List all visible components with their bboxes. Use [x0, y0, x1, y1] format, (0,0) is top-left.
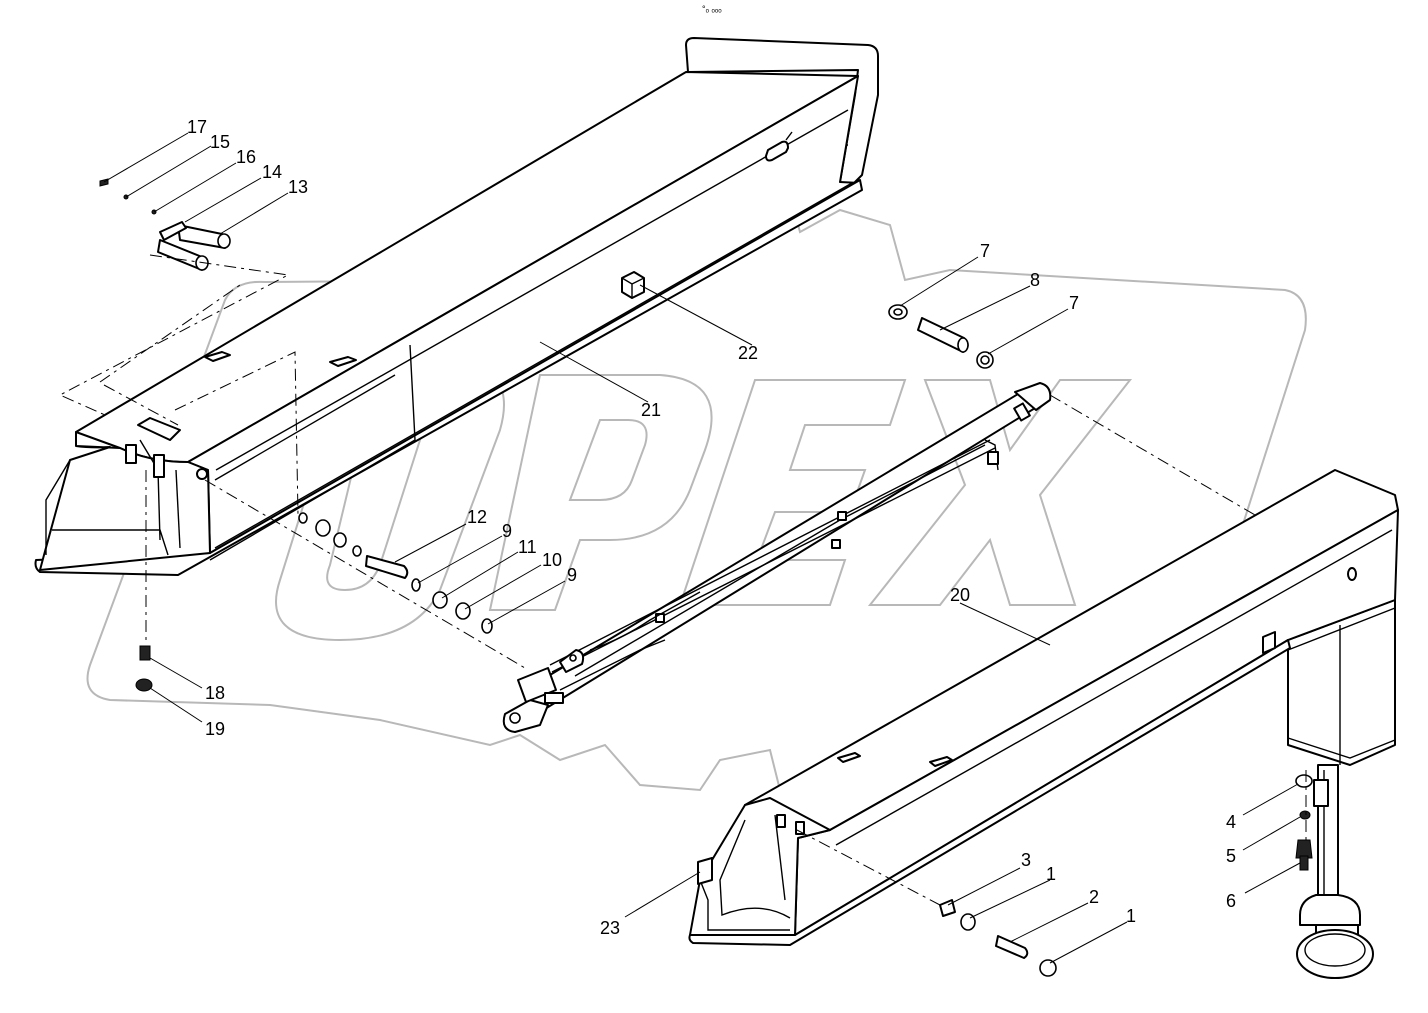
hardware-pin-set-right [888, 304, 994, 369]
bushing-11 [432, 591, 448, 609]
hardware-pin-set-upper [99, 178, 231, 271]
watermark-text: OPEX [700, 619, 703, 621]
callout-1-upper: 1 [1046, 864, 1056, 884]
washer-4 [1295, 774, 1313, 788]
upper-boom [34, 37, 879, 576]
bushing-1-left [960, 913, 976, 931]
pin-2 [995, 935, 1029, 959]
watermark-letter-p [488, 374, 713, 611]
callout-19: 19 [205, 719, 225, 739]
lower-boom-handle-slot [1262, 631, 1276, 654]
washer-9-right [481, 618, 493, 634]
upper-boom-pin-bracket [137, 417, 181, 441]
callout-6: 6 [1226, 891, 1236, 911]
hardware-column-bolt [1295, 774, 1313, 871]
callout-15: 15 [210, 132, 230, 152]
bolt-6 [1295, 839, 1313, 859]
callout-7-right: 7 [1069, 293, 1079, 313]
callout-9-upper: 9 [502, 521, 512, 541]
callout-labels: 17 15 16 14 13 22 21 7 8 7 12 9 11 10 9 … [187, 117, 1236, 938]
callout-18: 18 [205, 683, 225, 703]
leader-lines [103, 132, 1301, 964]
hardware-screw-nut [135, 645, 153, 692]
callout-14: 14 [262, 162, 282, 182]
clip-3 [939, 899, 956, 917]
callout-9-lower: 9 [567, 565, 577, 585]
callout-23: 23 [600, 918, 620, 938]
set-screw-18 [139, 645, 151, 661]
washer-5 [1299, 810, 1311, 820]
callout-11: 11 [518, 537, 537, 557]
callout-4: 4 [1226, 812, 1236, 832]
assembly-lines [58, 254, 1307, 906]
lower-boom-bottom-flange [688, 639, 1291, 946]
callout-7-top: 7 [980, 241, 990, 261]
upper-boom-bottom-flange [34, 179, 863, 576]
lower-boom [688, 469, 1399, 979]
washer-9-left [411, 578, 421, 592]
callout-13: 13 [288, 177, 308, 197]
outrigger-foot-pad [1296, 929, 1374, 979]
callout-1-lower: 1 [1126, 906, 1136, 926]
callout-16: 16 [236, 147, 256, 167]
callout-22: 22 [738, 343, 758, 363]
cylinder-rod-eye [502, 699, 549, 733]
callout-5: 5 [1226, 846, 1236, 866]
hardware-lower-pin [939, 899, 1057, 977]
nut-19 [135, 678, 153, 692]
bushing-1-right [1039, 959, 1057, 977]
tag-23 [697, 857, 713, 885]
watermark-letter-x [867, 379, 1133, 606]
callout-2: 2 [1089, 887, 1099, 907]
bushing-10 [455, 602, 471, 620]
callout-10: 10 [542, 550, 562, 570]
hardware-pin-set-middle [298, 512, 493, 634]
callout-21: 21 [641, 400, 661, 420]
callout-20: 20 [950, 585, 970, 605]
top-marker: °ₒ ₒₒₒ [702, 4, 722, 14]
callout-3: 3 [1021, 850, 1031, 870]
callout-17: 17 [187, 117, 207, 137]
callout-8: 8 [1030, 270, 1040, 290]
pin-12 [365, 555, 409, 579]
callout-12: 12 [467, 507, 487, 527]
cylinder-barrel [524, 387, 1041, 713]
hydraulic-cylinder [502, 382, 1052, 733]
upper-boom-handle-slot [765, 140, 789, 162]
block-22 [621, 271, 645, 299]
